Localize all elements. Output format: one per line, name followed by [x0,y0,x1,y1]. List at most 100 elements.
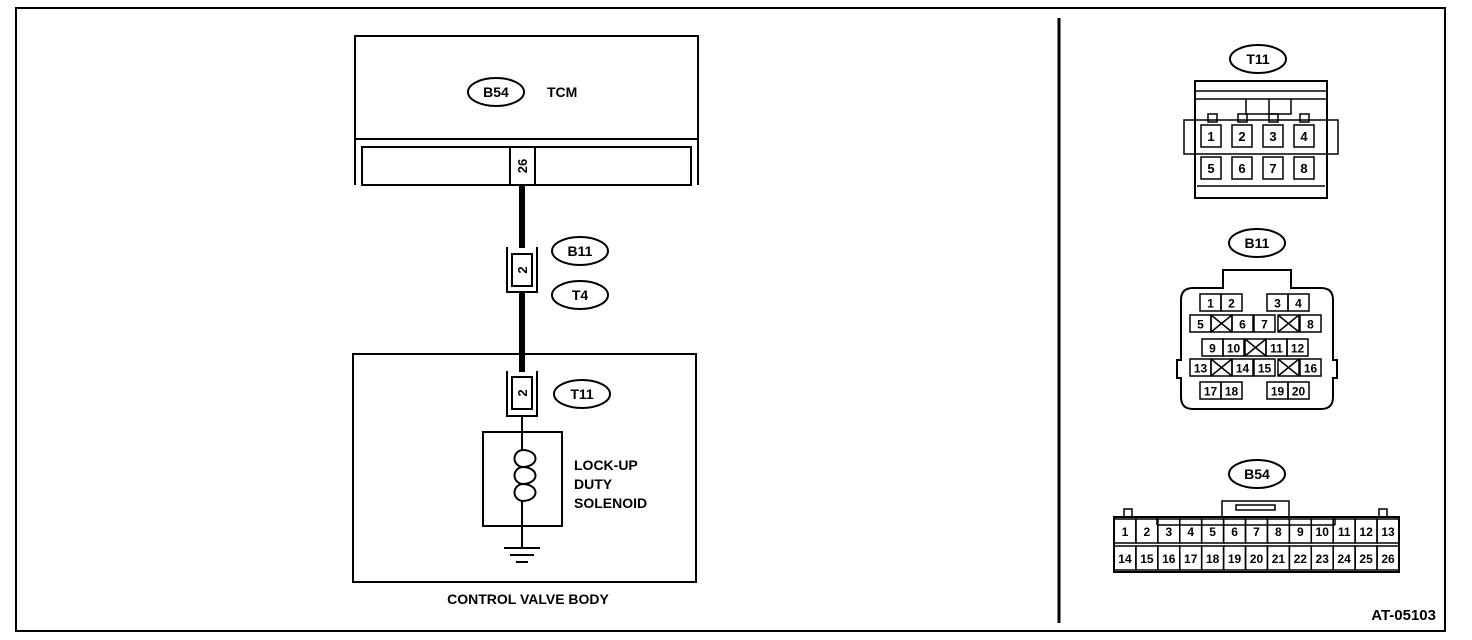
b11-pin-19: 19 [1266,381,1289,400]
b11-view-label: B11 [1245,235,1270,251]
b54-pin-23: 23 [1310,545,1334,571]
inline-female-label: T4 [572,287,589,303]
t11-pin-number: 2 [515,389,530,396]
svg-text:8: 8 [1307,318,1314,332]
b54-pin-5: 5 [1200,518,1225,544]
b11-pin-9: 9 [1201,338,1224,357]
b54-pin-17: 17 [1179,545,1203,571]
svg-text:6: 6 [1238,161,1245,176]
svg-text:7: 7 [1269,161,1276,176]
t11-view-label: T11 [1246,51,1270,67]
svg-text:5: 5 [1197,318,1204,332]
b11-pin-8: 8 [1299,314,1322,333]
b11-pin-14: 14 [1231,358,1254,377]
svg-text:3: 3 [1274,297,1281,311]
b54-pin-26: 26 [1376,545,1400,571]
control-valve-body: 2 T11 LOCK-UP DUTY SOLENOID [352,353,697,583]
b11-pin-16: 16 [1299,358,1322,377]
b54-pin-18: 18 [1200,545,1225,571]
b11-pin-11: 11 [1265,338,1288,357]
b11-blank-cell [1210,314,1233,333]
svg-text:13: 13 [1381,525,1395,539]
b11-pin-3: 3 [1266,293,1289,312]
solenoid-coil-icon [513,449,537,502]
svg-text:5: 5 [1209,525,1216,539]
svg-text:20: 20 [1292,385,1306,399]
svg-text:17: 17 [1184,552,1198,566]
diagram-id: AT-05103 [1371,607,1436,624]
svg-text:10: 10 [1316,525,1330,539]
b54-pin-7: 7 [1244,518,1269,544]
inline-male-oval [551,236,609,266]
tcm-pin-number: 26 [515,159,530,173]
b11-pin-13: 13 [1189,358,1212,377]
svg-text:18: 18 [1225,385,1239,399]
tcm-connector-oval [467,77,525,107]
solenoid-label-line-1: LOCK-UP [574,457,638,473]
svg-text:24: 24 [1337,552,1351,566]
t11-pin-2: 2 [1231,124,1253,148]
b11-pin-10: 10 [1222,338,1245,357]
b54-pin-14: 14 [1113,545,1137,571]
b11-blank-cell [1244,338,1267,357]
b54-pin-24: 24 [1332,545,1356,571]
svg-text:26: 26 [1381,552,1395,566]
b54-pin-13: 13 [1376,518,1400,544]
svg-text:25: 25 [1359,552,1373,566]
b11-pin-18: 18 [1220,381,1243,400]
svg-text:5: 5 [1207,161,1214,176]
b54-pin-2: 2 [1135,518,1159,544]
b11-pin-5: 5 [1189,314,1212,333]
inline-female-oval [551,280,609,310]
b54-pin-15: 15 [1135,545,1159,571]
b11-pin-17: 17 [1199,381,1222,400]
b11-pin-1: 1 [1199,293,1222,312]
inline-connector: 2 B11 T4 [506,236,609,310]
b54-pin-25: 25 [1354,545,1378,571]
b54-pin-8: 8 [1266,518,1291,544]
inline-male-label: B11 [568,243,593,259]
svg-text:8: 8 [1275,525,1282,539]
t11-connector-label: T11 [570,386,594,402]
b54-pin-10: 10 [1310,518,1334,544]
svg-text:14: 14 [1118,552,1132,566]
svg-text:8: 8 [1300,161,1307,176]
svg-text:18: 18 [1206,552,1220,566]
ground-icon [504,526,540,563]
svg-text:2: 2 [1144,525,1151,539]
svg-text:4: 4 [1187,525,1194,539]
b54-pin-16: 16 [1157,545,1181,571]
solenoid-label-line-2: DUTY [574,476,613,492]
svg-text:9: 9 [1209,342,1216,356]
svg-text:1: 1 [1122,525,1129,539]
svg-text:6: 6 [1239,318,1246,332]
svg-text:11: 11 [1270,342,1283,356]
b54-view-label: B54 [1244,466,1270,482]
svg-text:4: 4 [1300,129,1308,144]
t11-pin-3: 3 [1262,124,1284,148]
svg-text:14: 14 [1236,362,1250,376]
control-valve-body-label: CONTROL VALVE BODY [447,591,609,607]
b54-pin-12: 12 [1354,518,1378,544]
b54-pin-4: 4 [1179,518,1203,544]
b54-pin-11: 11 [1332,518,1356,544]
svg-text:10: 10 [1227,342,1241,356]
b11-blank-cell [1277,314,1300,333]
svg-text:11: 11 [1338,525,1351,539]
svg-text:2: 2 [1238,129,1245,144]
solenoid-label-line-3: SOLENOID [574,495,647,511]
t11-pin-5: 5 [1200,156,1222,180]
b11-pin-2: 2 [1220,293,1243,312]
inline-connector-pin: 2 [515,266,530,273]
svg-text:16: 16 [1162,552,1176,566]
diagram-frame [15,7,1446,632]
b54-pin-6: 6 [1222,518,1247,544]
svg-text:6: 6 [1231,525,1238,539]
b11-pin-20: 20 [1287,381,1310,400]
b11-pin-15: 15 [1253,358,1276,377]
svg-text:15: 15 [1140,552,1154,566]
b54-pin-22: 22 [1288,545,1313,571]
svg-text:12: 12 [1359,525,1373,539]
